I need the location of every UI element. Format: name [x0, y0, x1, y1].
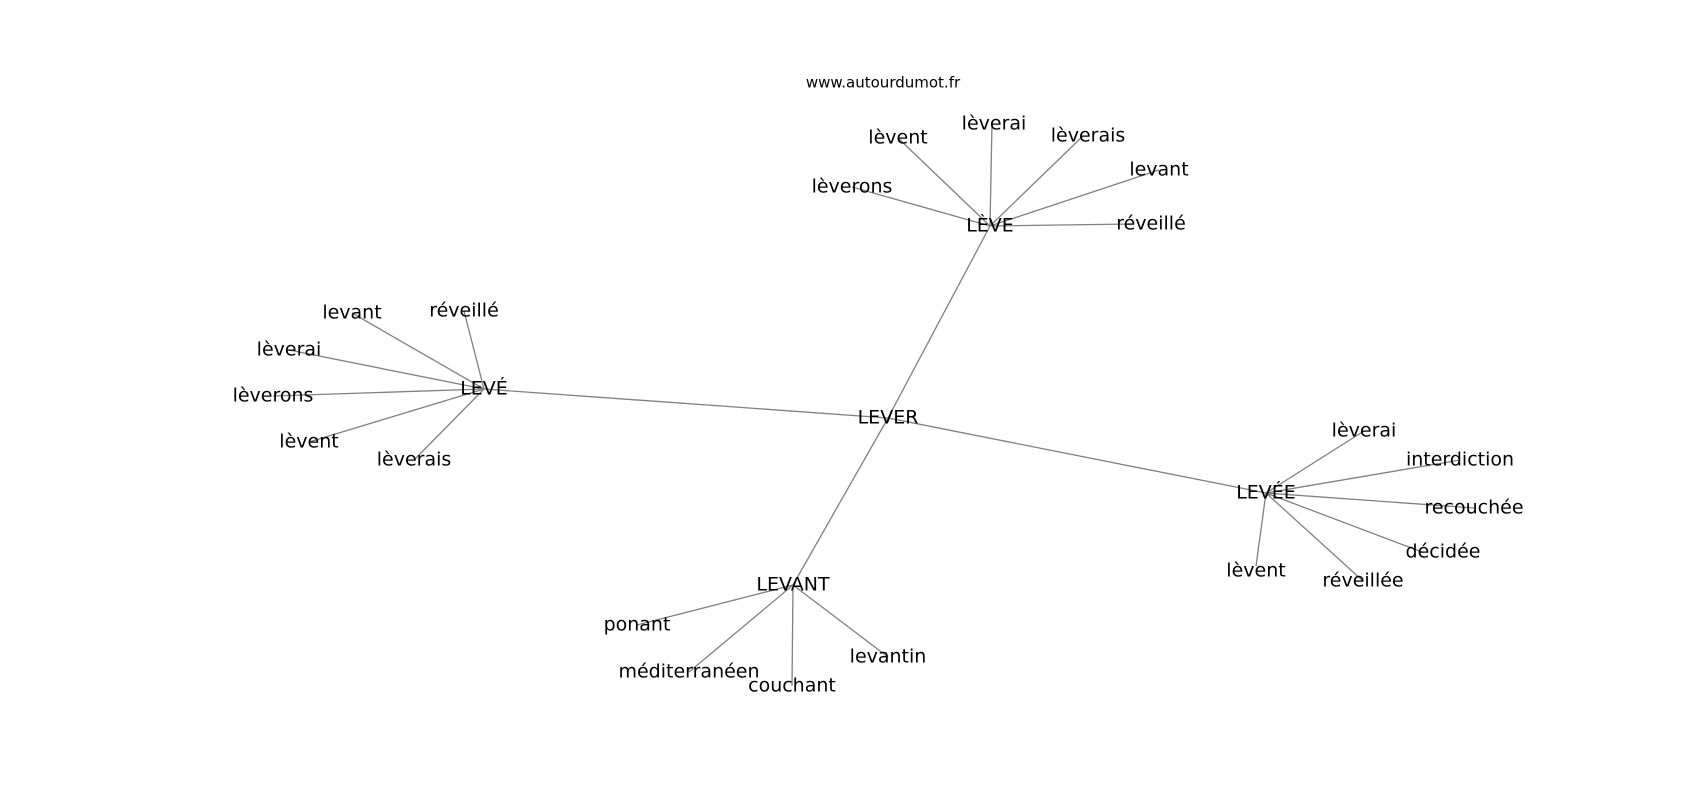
- leaf-node-lv_levantin[interactable]: levantin: [849, 645, 927, 668]
- edge-le_decidee: [1265, 492, 1423, 553]
- hub-node-levant_hub[interactable]: LEVANT: [756, 573, 830, 596]
- leaf-node-le_recouchee[interactable]: recouchée: [1424, 496, 1524, 519]
- edge-lg_levant: [989, 169, 1160, 227]
- edge-lv_levantin: [792, 584, 889, 658]
- edge-la_leverais: [413, 388, 485, 461]
- leaf-node-lg_levent[interactable]: lèvent: [868, 126, 928, 149]
- leaf-node-lg_leverai[interactable]: lèverai: [961, 112, 1027, 135]
- leaf-node-lg_leverons[interactable]: lèverons: [811, 175, 893, 198]
- leaf-node-le_leverai[interactable]: lèverai: [1331, 419, 1397, 442]
- leaf-node-lg_levant[interactable]: levant: [1129, 158, 1189, 181]
- hub-node-leve_grave[interactable]: LÈVE: [966, 214, 1014, 237]
- edge-root-leve_acute: [483, 388, 889, 419]
- hub-node-levee[interactable]: LEVÉE: [1236, 481, 1296, 504]
- edge-lg_leverons: [851, 186, 991, 227]
- edge-le_recouchee: [1265, 492, 1475, 509]
- leaf-node-lv_ponant[interactable]: ponant: [603, 613, 671, 636]
- leaf-node-la_leverais[interactable]: lèverais: [376, 448, 452, 471]
- leaf-node-le_interdiction[interactable]: interdiction: [1405, 448, 1515, 471]
- edge-la_reveille: [463, 310, 485, 390]
- edge-lg_leverai: [989, 123, 993, 227]
- leaf-node-la_reveille[interactable]: réveillé: [429, 299, 499, 322]
- leaf-node-le_reveillee[interactable]: réveillée: [1322, 569, 1404, 592]
- leaf-node-lg_reveille[interactable]: réveillé: [1116, 212, 1186, 235]
- edge-lv_couchant: [791, 584, 794, 687]
- leaf-node-la_levant[interactable]: levant: [322, 301, 382, 324]
- leaf-node-la_leverai[interactable]: lèverai: [256, 338, 322, 361]
- edge-la_levant: [351, 312, 485, 390]
- edge-le_reveillee: [1265, 492, 1364, 582]
- leaf-node-le_decidee[interactable]: décidée: [1405, 540, 1481, 563]
- edge-lv_mediterraneen: [688, 584, 794, 673]
- edge-lg_levent: [897, 137, 991, 227]
- edge-le_levent: [1255, 492, 1267, 567]
- edge-root-levant_hub: [792, 417, 889, 586]
- edge-root-leve_grave: [887, 225, 991, 419]
- edge-root-levee: [887, 417, 1267, 494]
- leaf-node-lg_leverais[interactable]: lèverais: [1050, 124, 1126, 147]
- leaf-node-la_leverons[interactable]: lèverons: [232, 384, 314, 407]
- edge-lv_ponant: [636, 584, 794, 626]
- leaf-node-le_levent[interactable]: lèvent: [1226, 559, 1286, 582]
- edge-la_leverons: [272, 388, 485, 397]
- edge-le_interdiction: [1265, 459, 1461, 494]
- source-watermark: www.autourdumot.fr: [805, 73, 961, 92]
- edge-lg_reveille: [989, 223, 1132, 227]
- edge-lg_leverais: [989, 135, 1084, 227]
- leaf-node-la_levent[interactable]: lèvent: [279, 430, 339, 453]
- edge-la_levent: [308, 388, 485, 443]
- hub-node-leve_acute[interactable]: LEVÉ: [460, 377, 508, 400]
- root-word-node[interactable]: LEVER: [857, 406, 919, 429]
- edge-le_leverai: [1265, 430, 1365, 494]
- leaf-node-lv_mediterraneen[interactable]: méditerranéen: [618, 660, 760, 683]
- leaf-node-lv_couchant[interactable]: couchant: [748, 674, 836, 697]
- edge-la_leverai: [288, 349, 485, 390]
